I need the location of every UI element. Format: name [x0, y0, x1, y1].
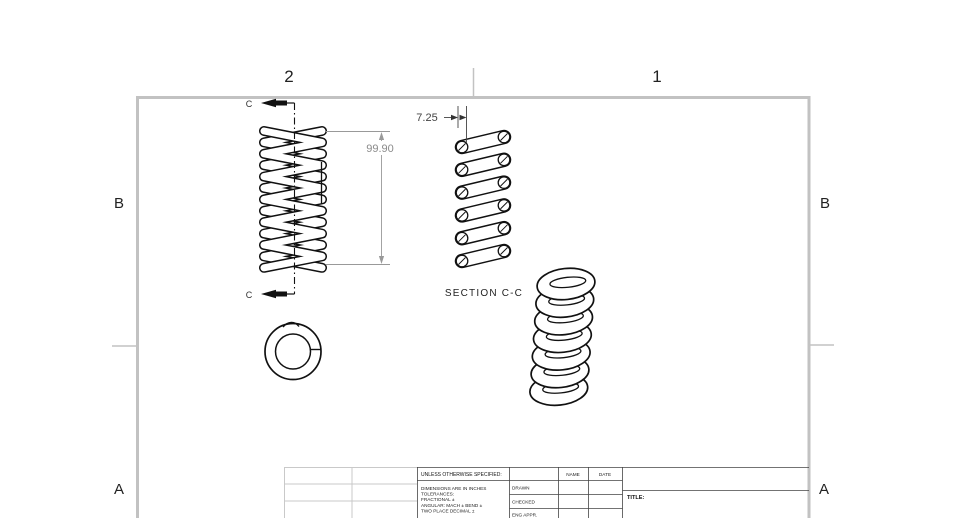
section-hatch-line	[500, 247, 508, 255]
spring-isometric-view[interactable]	[528, 266, 596, 408]
zone-label-right-a: A	[819, 481, 829, 498]
height-dimension-text[interactable]: 99.90	[366, 143, 394, 155]
section-hatch-line	[500, 133, 508, 141]
zone-label-top-1: 1	[652, 67, 661, 86]
wire-dim-arrow-right	[459, 114, 467, 121]
section-cut-coils	[454, 129, 512, 269]
zone-label-left-a: A	[114, 481, 124, 498]
cut-coil-fill	[456, 131, 510, 153]
name-column-header: NAME	[566, 472, 580, 477]
zone-label-top-2: 2	[284, 67, 293, 86]
checked-row-label: CHECKED	[512, 500, 536, 505]
tolerance-line-2: TOLERANCES:	[421, 492, 454, 497]
date-column-header: DATE	[599, 472, 611, 477]
dimension-text-mask	[361, 141, 402, 155]
section-hatch-line	[458, 188, 466, 197]
section-hatch-line	[500, 178, 508, 187]
section-line-cc[interactable]: C C	[246, 98, 296, 300]
spring-section-view[interactable]	[454, 129, 512, 269]
top-view-inner-circle	[274, 333, 312, 370]
title-block: UNLESS OTHERWISE SPECIFIED: DIMENSIONS A…	[284, 467, 809, 518]
drawn-row-label: DRAWN	[512, 486, 530, 491]
wire-dimension[interactable]: 7.25	[416, 106, 467, 143]
cut-coil-fill	[456, 245, 510, 267]
tolerance-line-5: TWO PLACE DECIMAL ±	[421, 508, 475, 513]
section-hatch-line	[500, 201, 508, 210]
section-hatch-line	[458, 143, 466, 151]
section-arrow-head-top	[261, 98, 276, 108]
eng-appr-row-label: ENG APPR.	[512, 513, 537, 518]
section-view-label: SECTION C-C	[445, 288, 523, 299]
cut-coil-fill	[456, 222, 510, 244]
sheet-border-rect	[136, 96, 811, 518]
zone-label-left-b: B	[114, 195, 124, 212]
title-block-lines	[417, 467, 809, 518]
spring-front-view[interactable]	[259, 126, 327, 273]
section-hatch-line	[500, 224, 508, 233]
section-hatch-line	[458, 165, 466, 174]
wire-dim-arrow-left	[451, 114, 458, 121]
cut-coil-fill	[456, 154, 510, 176]
dimension-arrow-up	[378, 132, 385, 140]
sheet-border	[112, 68, 834, 518]
iso-coil-hole	[549, 276, 587, 289]
cut-coil-fill	[456, 176, 510, 199]
section-hatch-line	[500, 155, 508, 164]
spring-front-coils	[259, 126, 327, 273]
wire-dimension-text[interactable]: 7.25	[416, 112, 437, 124]
iso-coil-stack	[529, 267, 596, 407]
height-dimension[interactable]: 99.90	[326, 131, 402, 265]
tolerance-line-3: FRACTIONAL ±	[421, 497, 455, 502]
section-hatch-line	[458, 211, 466, 220]
title-label: TITLE:	[627, 495, 645, 501]
revision-grid	[284, 467, 417, 518]
section-hatch-line	[458, 234, 466, 243]
section-marker-top: C	[246, 99, 253, 109]
section-marker-bottom: C	[246, 290, 253, 300]
section-hatch-line	[458, 257, 466, 265]
unless-specified-header: UNLESS OTHERWISE SPECIFIED:	[421, 472, 502, 478]
top-view-wire-notch	[282, 321, 300, 328]
tolerance-line-1: DIMENSIONS ARE IN INCHES	[421, 486, 486, 491]
cut-coil-fill	[456, 199, 510, 222]
tolerance-line-4: ANGULAR: MACH ± BEND ±	[421, 503, 483, 508]
spring-top-view[interactable]	[264, 321, 322, 381]
zone-label-right-b: B	[820, 195, 830, 212]
coil-band-fill	[260, 127, 326, 272]
section-arrow-head-bottom	[261, 289, 276, 299]
dimension-arrow-down	[378, 256, 385, 264]
